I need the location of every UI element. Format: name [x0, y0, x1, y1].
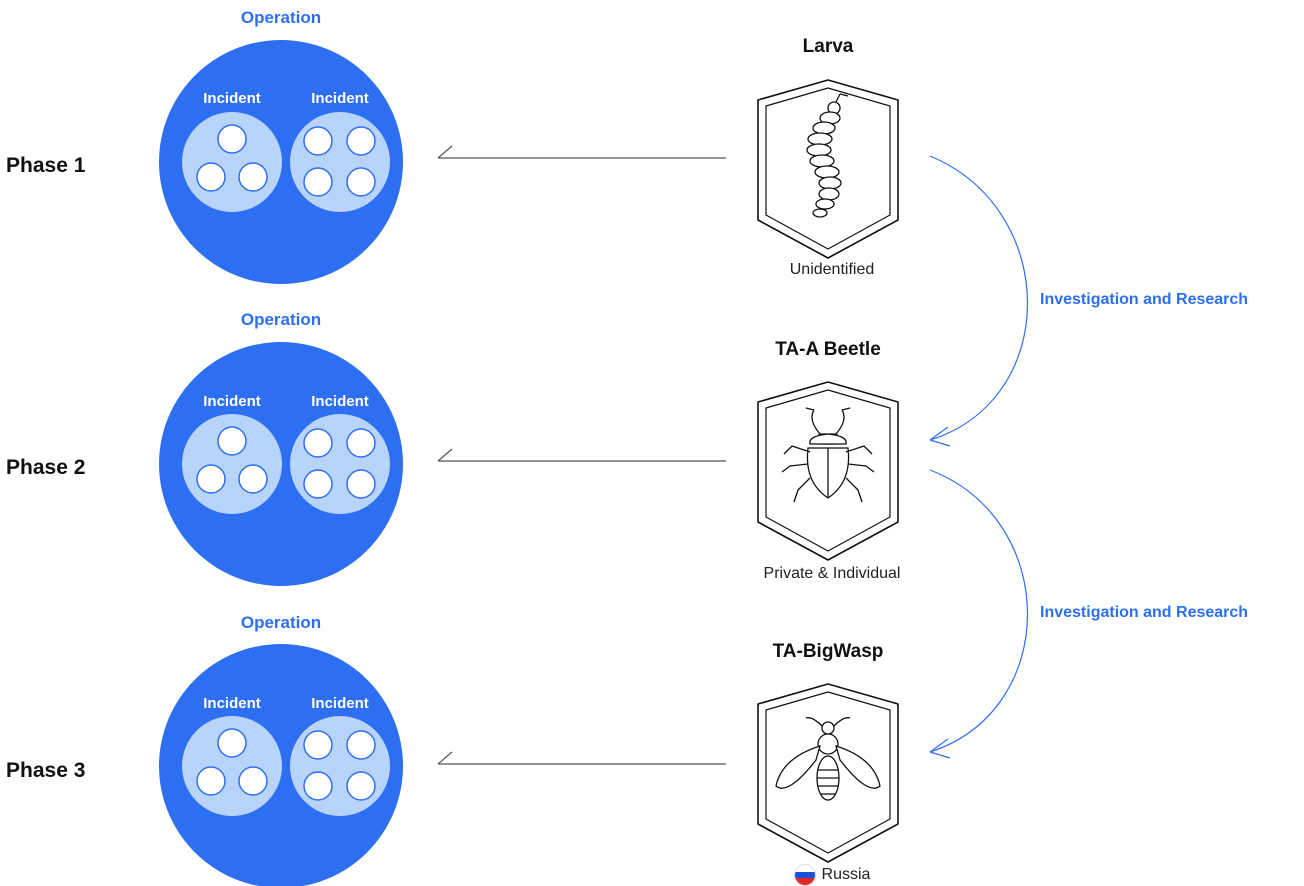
- actor-name-larva: Larva: [802, 36, 854, 57]
- operation-circle-1: [159, 40, 403, 284]
- operation-label-1: Operation: [240, 8, 322, 27]
- operation-circle-3: [159, 644, 403, 886]
- operation-label-3: Operation: [240, 613, 322, 632]
- operation-label-2: Operation: [240, 310, 322, 329]
- actor-name-wasp: TA-BigWasp: [772, 641, 884, 662]
- shield-beetle: [757, 381, 899, 561]
- incident-label-3b: Incident: [311, 695, 369, 712]
- connector-arrow-2: [437, 448, 726, 462]
- transition-arc-2: [929, 469, 1029, 759]
- shield-wasp: [757, 683, 899, 863]
- operation-circle-2: [159, 342, 403, 586]
- larva-icon: [806, 93, 849, 218]
- russia-flag-icon: [793, 864, 816, 886]
- connector-arrow-1: [437, 145, 726, 159]
- actor-subtitle-beetle: Private & Individual: [763, 565, 901, 582]
- transition-arc-1: [929, 155, 1029, 447]
- transition-label-1: Investigation and Research: [1040, 291, 1249, 308]
- incident-label-2b: Incident: [311, 393, 369, 410]
- connector-arrow-3: [437, 751, 726, 765]
- beetle-icon: [781, 407, 875, 503]
- incident-label-3a: Incident: [203, 695, 261, 712]
- shield-larva: [757, 79, 899, 259]
- incident-label-2a: Incident: [203, 393, 261, 410]
- actor-subtitle-wasp: Russia: [702, 864, 962, 886]
- actor-subtitle-wasp-text: Russia: [821, 866, 871, 884]
- actor-subtitle-larva: Unidentified: [789, 261, 875, 278]
- incident-label-1b: Incident: [311, 90, 369, 107]
- actor-name-beetle: TA-A Beetle: [775, 339, 881, 360]
- phase-label-1: Phase 1: [6, 154, 86, 177]
- phase-label-3: Phase 3: [6, 759, 86, 782]
- transition-label-2: Investigation and Research: [1040, 604, 1249, 621]
- incident-label-1a: Incident: [203, 90, 261, 107]
- wasp-icon: [775, 717, 881, 801]
- phase-label-2: Phase 2: [6, 456, 86, 479]
